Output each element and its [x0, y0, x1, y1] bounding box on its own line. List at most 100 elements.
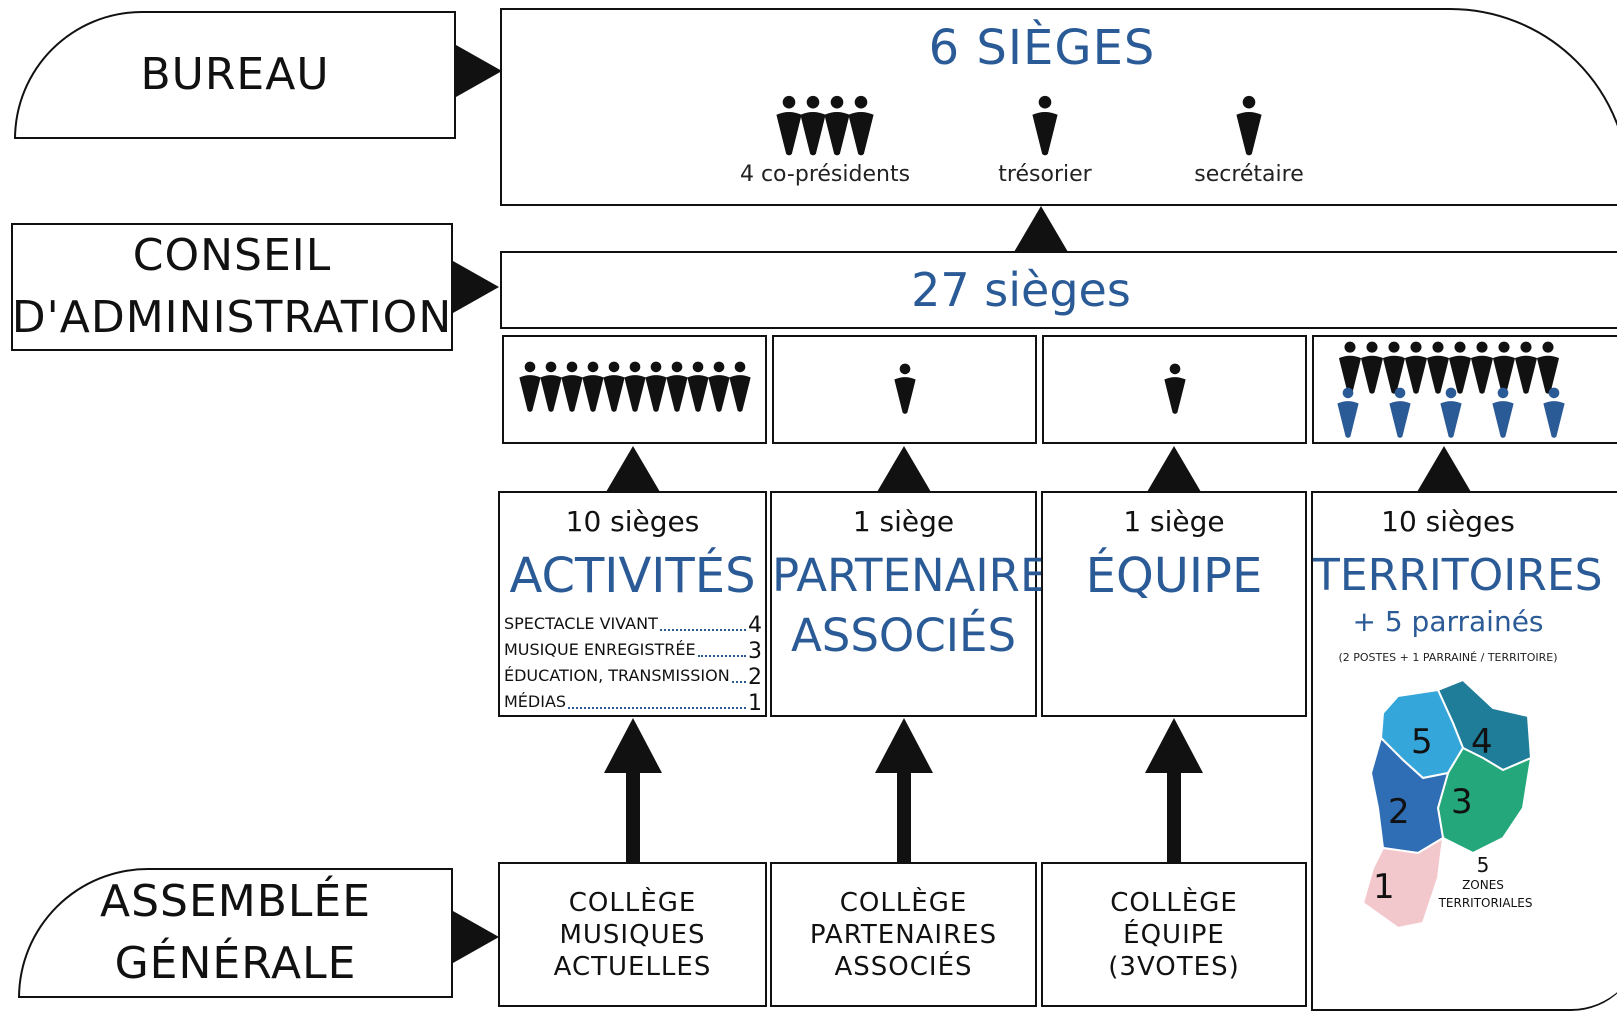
assemblee-level-label: ASSEMBLÉE GÉNÉRALE [18, 868, 453, 998]
partenaires-title-line1: PARTENAIRES [772, 549, 1077, 602]
person-icon [1492, 341, 1516, 394]
college-equipe-line3: (3VOTES) [1108, 951, 1240, 982]
activites-people-icons [504, 361, 765, 413]
person-icon [1382, 341, 1406, 394]
person-icon [686, 361, 709, 412]
assemblee-arrow [453, 911, 499, 963]
equipe-people-box [1042, 335, 1307, 444]
activites-seats: 10 sièges [565, 505, 700, 538]
college-musiques-arrow-stem [626, 770, 640, 862]
zone-1-shape [1361, 836, 1445, 930]
breakdown-value: 4 [748, 613, 762, 638]
conseil-label-line1: CONSEIL [132, 230, 332, 281]
breakdown-value: 3 [748, 639, 762, 664]
breakdown-label: ÉDUCATION, TRANSMISSION [504, 666, 730, 685]
equipe-box: 1 siège ÉQUIPE [1041, 491, 1307, 717]
activites-people-box [502, 335, 767, 444]
breakdown-row: SPECTACLE VIVANT 4 [504, 611, 762, 637]
partenaires-up-arrow [877, 446, 931, 492]
zones-label-1: ZONES [1462, 878, 1504, 892]
territoires-people-icons-blue [1336, 387, 1566, 439]
conseil-to-bureau-arrow [1014, 206, 1068, 252]
territories-map: 5 4 2 3 1 [1361, 678, 1533, 930]
zone-1-label: 1 [1373, 867, 1395, 907]
college-musiques-line2: MUSIQUES [559, 919, 706, 950]
breakdown-leader [659, 629, 746, 631]
bureau-arrow [456, 45, 502, 97]
zone-5-label: 5 [1411, 722, 1433, 762]
person-icon [1514, 341, 1538, 394]
territoires-people-box [1312, 335, 1617, 444]
person-icon [1536, 341, 1560, 394]
breakdown-label: SPECTACLE VIVANT [504, 614, 658, 633]
person-icon [1491, 387, 1514, 438]
equipe-seats: 1 siège [1123, 505, 1225, 538]
person-icon [799, 95, 826, 156]
college-partenaires-line1: COLLÈGE [839, 887, 968, 918]
activites-box: 10 sièges ACTIVITÉS SPECTACLE VIVANT 4 MU… [498, 491, 767, 717]
tresorier-label: trésorier [998, 162, 1092, 187]
breakdown-row: MÉDIAS 1 [504, 689, 762, 715]
conseil-box: 27 sièges [500, 251, 1617, 329]
person-icon [1338, 341, 1362, 394]
person-icon [1163, 363, 1186, 414]
person-icon [823, 95, 850, 156]
person-icon [518, 361, 541, 412]
activites-title: ACTIVITÉS [509, 548, 756, 604]
person-icon [728, 361, 751, 412]
bureau-title: 6 SIÈGES [928, 20, 1156, 76]
bureau-box: 6 SIÈGES 4 co-présidents trésorier secré… [500, 8, 1617, 206]
equipe-up-arrow [1147, 446, 1201, 492]
college-musiques-box: COLLÈGE MUSIQUES ACTUELLES [498, 862, 767, 1007]
territoires-seats: 10 sièges [1381, 505, 1515, 538]
secretaire-label: secrétaire [1194, 162, 1304, 187]
partenaires-people-box [772, 335, 1037, 444]
conseil-label-line2: D'ADMINISTRATION [11, 292, 453, 343]
zones-label-2: TERRITORIALES [1438, 896, 1533, 910]
person-icon [1337, 387, 1359, 438]
breakdown-value: 1 [748, 691, 762, 716]
copresidents-icons [772, 95, 877, 157]
college-equipe-arrow [1145, 718, 1203, 773]
person-icon [1404, 341, 1428, 394]
territoires-note: (2 POSTES + 1 PARRAINÉ / TERRITOIRE) [1338, 651, 1558, 664]
zones-number: 5 [1476, 853, 1490, 877]
college-equipe-arrow-stem [1167, 770, 1181, 862]
copresidents-label: 4 co-présidents [739, 162, 911, 187]
assemblee-label-line1: ASSEMBLÉE [99, 876, 372, 927]
person-icon [581, 361, 604, 412]
equipe-people-icons [1044, 363, 1305, 415]
person-icon [707, 361, 730, 412]
bureau-level-label: BUREAU [14, 11, 456, 139]
bureau-label: BUREAU [140, 49, 330, 100]
person-icon [775, 95, 802, 156]
breakdown-leader [697, 655, 746, 657]
person-icon [1031, 95, 1058, 156]
partenaires-box: 1 siège PARTENAIRES ASSOCIÉS [770, 491, 1077, 717]
person-icon [644, 361, 667, 412]
college-musiques-arrow [604, 718, 662, 773]
person-icon [1360, 341, 1384, 394]
person-icon [602, 361, 625, 412]
person-icon [1470, 341, 1494, 394]
person-icon [665, 361, 688, 412]
territoires-box: 10 sièges TERRITOIRES + 5 parrainés (2 P… [1311, 491, 1617, 1011]
conseil-arrow [453, 261, 499, 313]
college-musiques-line1: COLLÈGE [568, 887, 697, 918]
college-musiques-line3: ACTUELLES [553, 951, 712, 982]
breakdown-leader [731, 681, 746, 683]
breakdown-label: MÉDIAS [504, 692, 567, 711]
college-partenaires-arrow [875, 718, 933, 773]
zone-4-label: 4 [1471, 722, 1493, 762]
territoires-people-icons-black [1314, 341, 1584, 395]
person-icon [623, 361, 646, 412]
zone-3-label: 3 [1451, 782, 1473, 822]
person-icon [560, 361, 583, 412]
college-partenaires-line2: PARTENAIRES [809, 919, 998, 950]
territoires-title: TERRITOIRES [1313, 550, 1603, 601]
territoires-up-arrow [1417, 446, 1471, 492]
breakdown-leader [568, 707, 746, 709]
person-icon [1388, 387, 1411, 438]
